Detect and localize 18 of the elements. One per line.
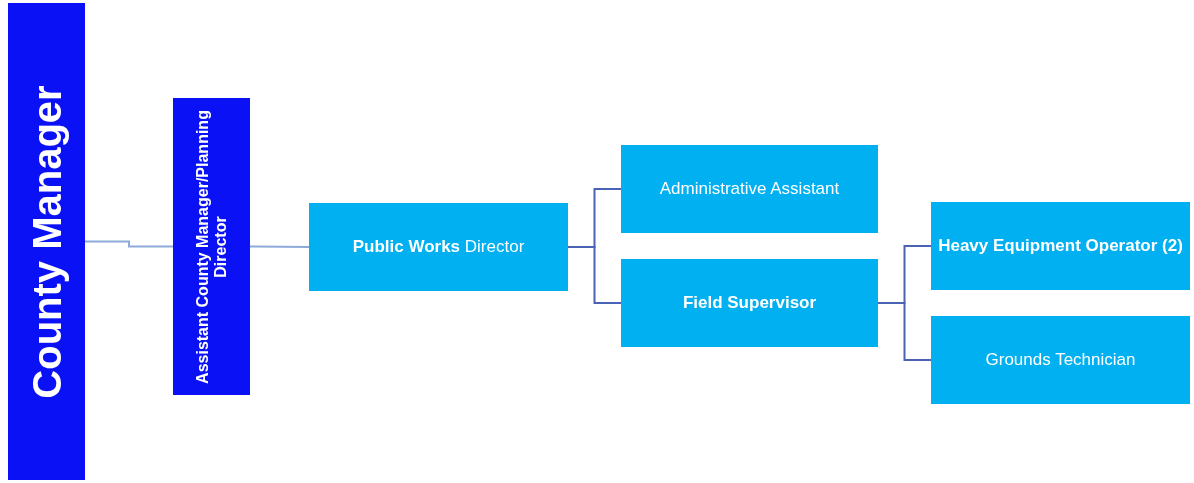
position-box (309, 203, 568, 291)
position-box (8, 3, 85, 480)
position-title: Administrative Assistant (658, 179, 841, 199)
position-box (621, 145, 878, 233)
position-box (931, 316, 1190, 404)
position-box (931, 202, 1190, 290)
position-box (173, 98, 250, 395)
position-title: Grounds Technician (984, 350, 1137, 370)
position-title: Assistant County Manager/Planning Director (193, 108, 230, 386)
connector-line (84, 240, 174, 248)
connector-line (877, 302, 932, 361)
connector-line (567, 246, 622, 304)
position-title: Field Supervisor (681, 293, 818, 313)
position-title: Heavy Equipment Operator (2) (937, 236, 1184, 256)
connector-line (249, 245, 310, 248)
position-title: County Manager (24, 83, 69, 401)
position-box (621, 259, 878, 347)
position-title: Public Works Director (351, 237, 526, 257)
